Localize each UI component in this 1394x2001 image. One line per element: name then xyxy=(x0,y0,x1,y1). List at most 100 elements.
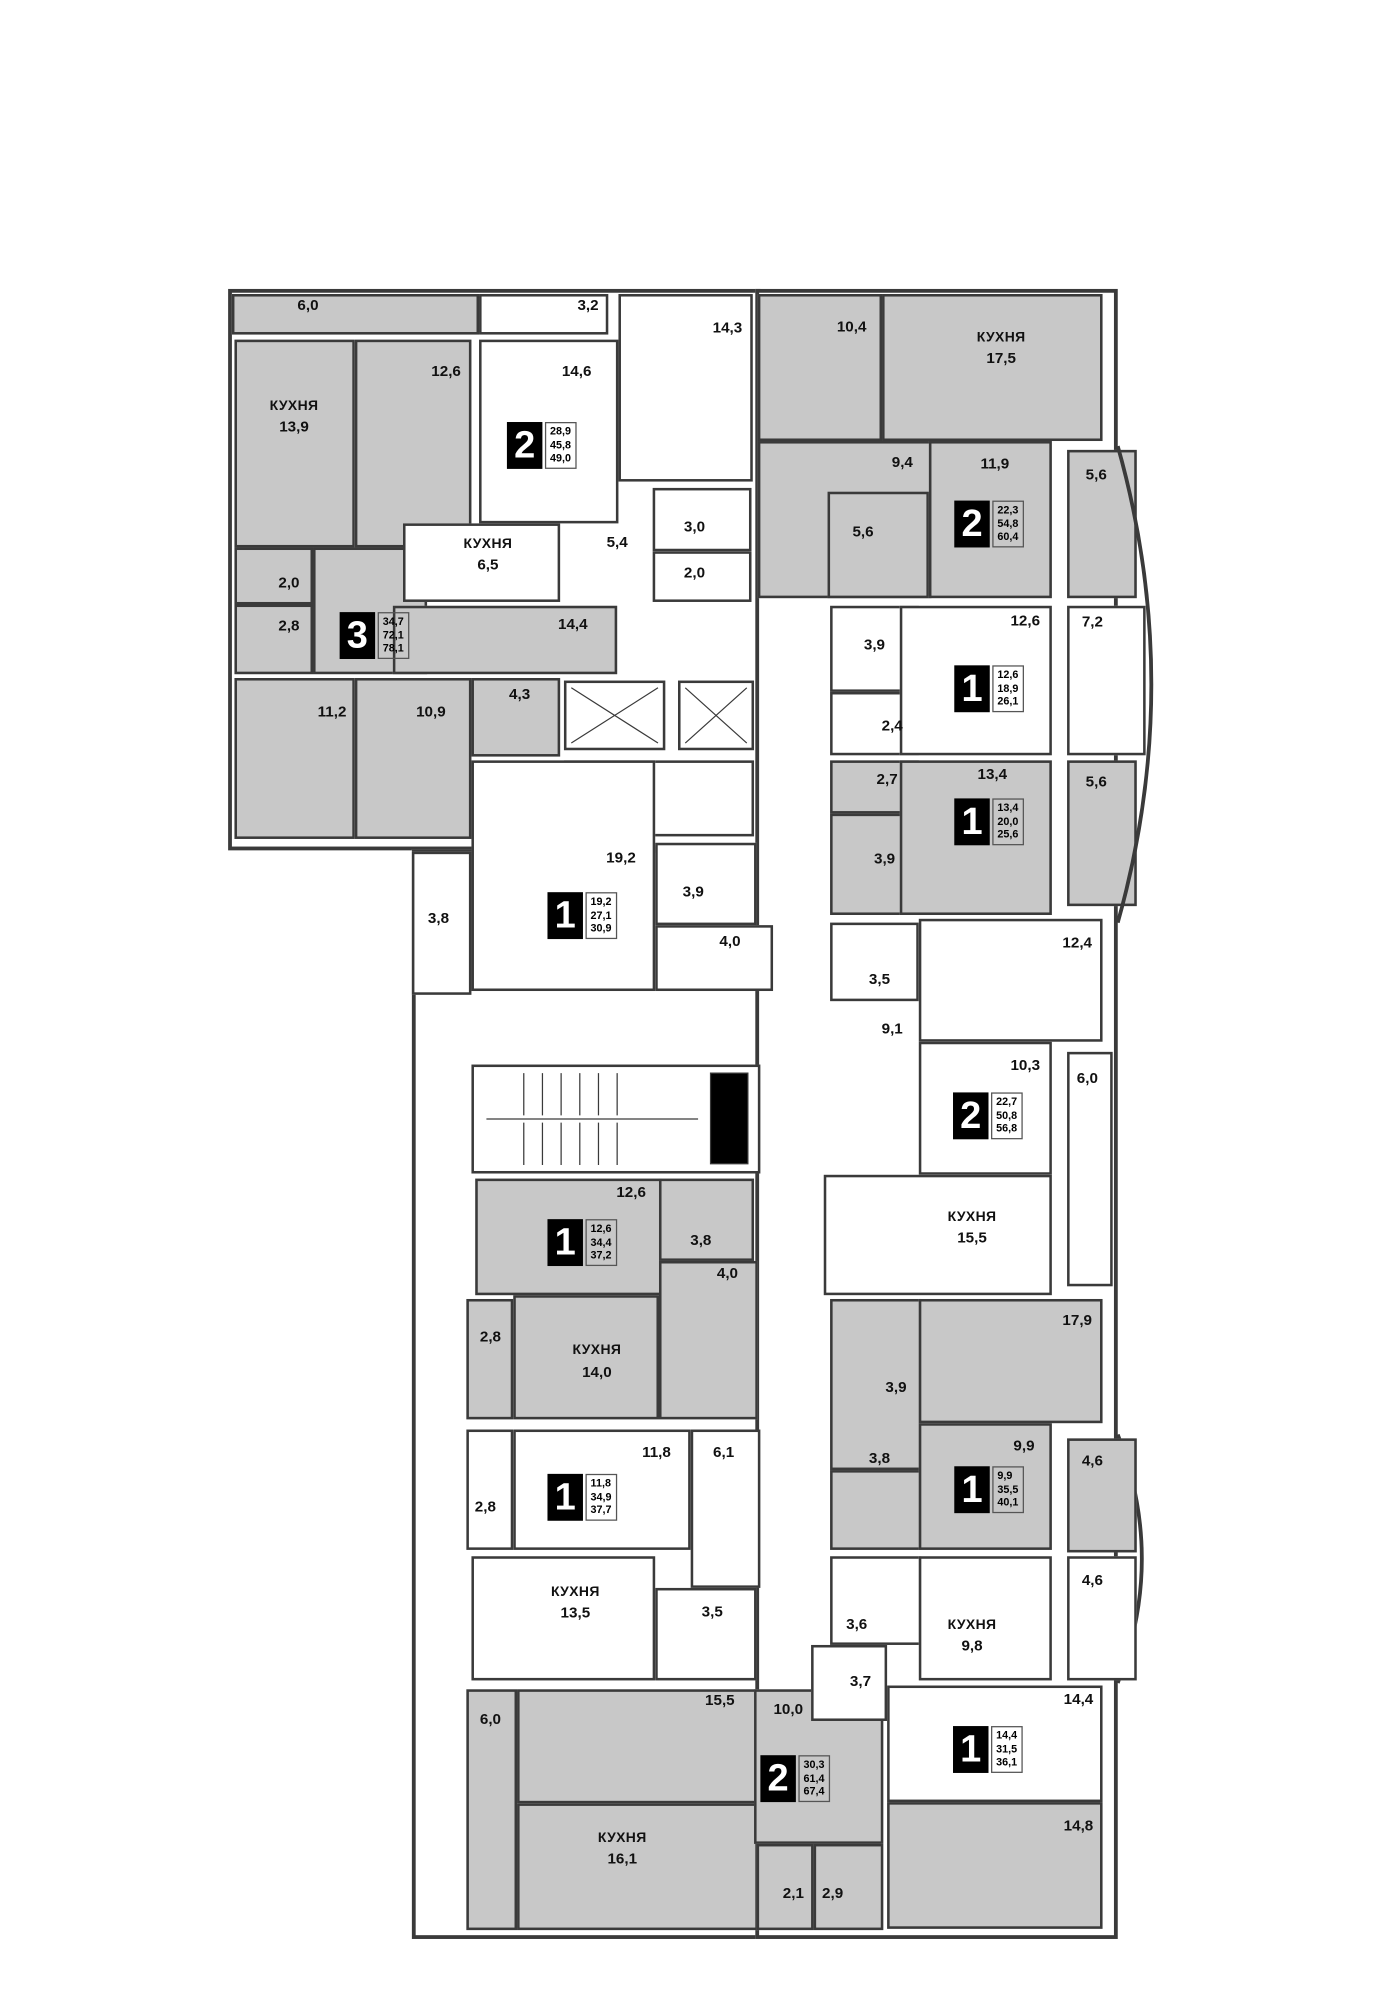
living-room xyxy=(918,1298,1103,1424)
total-area-with-balcony: 49,0 xyxy=(550,451,571,464)
living-room xyxy=(887,1802,1103,1929)
area-label: 12,6 xyxy=(431,361,461,380)
kitchen xyxy=(882,294,1103,442)
storage xyxy=(471,678,561,757)
area-label: 2,4 xyxy=(881,716,903,735)
bedroom xyxy=(928,441,1052,599)
total-area: 18,9 xyxy=(997,681,1019,694)
area-label: 2,0 xyxy=(683,563,706,582)
area-label: 15,5 xyxy=(705,1691,735,1709)
area-label: 2,1 xyxy=(782,1883,804,1902)
area-label: 19,2 xyxy=(606,848,636,867)
bathroom xyxy=(652,487,752,552)
wc xyxy=(234,547,314,605)
kitchen-label: КУХНЯ xyxy=(550,1584,600,1600)
area-label: 11,8 xyxy=(642,1442,671,1461)
room-count: 1 xyxy=(954,665,990,713)
area-label: 2,7 xyxy=(876,769,898,788)
area-label: 4,3 xyxy=(509,684,531,703)
balcony xyxy=(466,1298,514,1420)
bathroom xyxy=(234,604,314,675)
kitchen xyxy=(823,1174,1052,1296)
studio-room xyxy=(471,760,656,992)
area-label: 2,9 xyxy=(822,1883,844,1902)
area-label: 10,0 xyxy=(773,1700,804,1718)
area-label: 16,1 xyxy=(607,1849,638,1868)
area-label: 11,9 xyxy=(980,454,1010,473)
bathroom xyxy=(830,1470,922,1550)
area-label: 3,9 xyxy=(682,882,704,901)
area-label: 3,6 xyxy=(846,1615,868,1633)
kitchen-label: КУХНЯ xyxy=(463,536,513,552)
bedroom xyxy=(354,339,472,548)
area-label: 15,5 xyxy=(957,1228,987,1247)
kitchen-label: КУХНЯ xyxy=(597,1830,647,1846)
total-area-with-balcony: 40,1 xyxy=(997,1495,1019,1509)
total-area: 34,9 xyxy=(590,1489,612,1503)
curved-facade xyxy=(1115,445,1154,924)
kitchen-label: КУХНЯ xyxy=(976,330,1026,346)
room-count: 1 xyxy=(547,1473,583,1521)
bedroom xyxy=(918,918,1103,1042)
area-label: 2,0 xyxy=(278,573,300,592)
hallway xyxy=(655,925,774,992)
area-label: 17,9 xyxy=(1062,1311,1093,1329)
kitchen xyxy=(403,523,561,602)
hallway xyxy=(811,1644,888,1721)
living-area: 22,3 xyxy=(997,503,1019,516)
bedroom xyxy=(757,294,883,442)
living-area: 34,7 xyxy=(382,614,404,628)
bedroom xyxy=(618,294,753,482)
area-label: 11,2 xyxy=(317,702,347,721)
area-label: 3,9 xyxy=(863,635,886,654)
area-label: 5,6 xyxy=(1085,465,1107,484)
total-area-with-balcony: 78,1 xyxy=(382,641,404,654)
balcony xyxy=(466,1689,518,1931)
living-area: 9,9 xyxy=(997,1468,1013,1482)
area-label: 17,5 xyxy=(986,349,1016,367)
elevator-shaft xyxy=(563,680,666,751)
total-area-with-balcony: 25,6 xyxy=(997,827,1019,841)
area-label: 3,9 xyxy=(874,849,896,868)
room-count: 2 xyxy=(954,500,990,548)
area-label: 13,9 xyxy=(279,417,309,436)
elevator-shaft xyxy=(678,680,755,751)
living-area: 14,4 xyxy=(996,1728,1018,1742)
hallway xyxy=(658,1260,758,1420)
area-label: 6,1 xyxy=(713,1442,735,1461)
total-area-with-balcony: 37,7 xyxy=(590,1503,612,1516)
bathroom xyxy=(655,1587,757,1681)
bedroom xyxy=(354,678,472,839)
total-area: 27,1 xyxy=(590,908,612,921)
kitchen xyxy=(517,1803,758,1931)
living-area: 12,6 xyxy=(997,667,1019,681)
area-label: 3,8 xyxy=(868,1449,891,1467)
bathroom xyxy=(655,842,757,926)
balcony xyxy=(479,294,609,335)
area-label: 3,7 xyxy=(849,1672,872,1690)
living-area: 22,7 xyxy=(996,1094,1018,1108)
area-label: 3,2 xyxy=(577,295,599,314)
area-label: 6,5 xyxy=(477,555,499,574)
balcony xyxy=(1067,760,1137,907)
balcony xyxy=(1067,1051,1113,1287)
area-label: 6,0 xyxy=(479,1710,502,1728)
area-label: 5,6 xyxy=(852,522,874,541)
bathroom xyxy=(830,922,919,1002)
area-label: 3,8 xyxy=(690,1231,712,1249)
